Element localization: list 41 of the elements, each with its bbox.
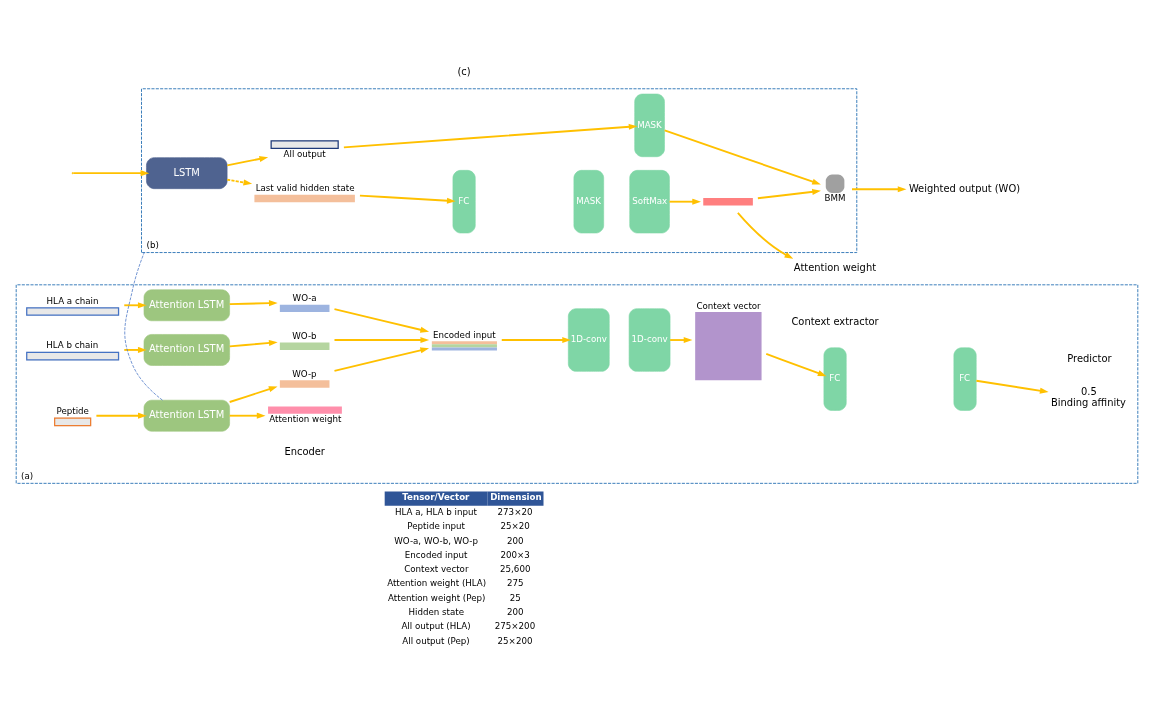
label: Context vector: [404, 563, 469, 574]
label: 25×20: [500, 520, 530, 531]
node-text: Weighted output (WO): [908, 182, 1021, 194]
node-label: WO-a: [292, 292, 317, 303]
node-text: 0.5 Binding affinity: [1050, 385, 1126, 408]
label: (c): [457, 65, 471, 77]
node-label: Peptide: [56, 405, 89, 416]
label: 25,600: [500, 563, 531, 574]
label: 200: [506, 606, 524, 617]
label: 200: [506, 535, 524, 546]
node-label: Attention weight: [269, 413, 342, 424]
label: All output (Pep): [402, 635, 470, 646]
label: Encoder: [284, 445, 325, 457]
label: 273×20: [497, 506, 533, 517]
label: Tensor/Vector: [402, 491, 470, 502]
label: WO-a, WO-b, WO-p: [394, 535, 478, 546]
label: 25×200: [497, 635, 533, 646]
label: Encoded input: [404, 549, 468, 560]
node-label: WO-p: [292, 368, 317, 379]
label: All output (HLA): [401, 620, 471, 631]
node-label: HLA b chain: [46, 339, 99, 350]
label: HLA a, HLA b input: [394, 506, 477, 517]
label: Attention weight (Pep): [388, 592, 486, 603]
node-label: Context vector: [696, 300, 761, 311]
label: 25: [509, 592, 521, 603]
label: Hidden state: [408, 606, 465, 617]
label: Dimension: [490, 491, 542, 502]
node-label: HLA a chain: [46, 295, 99, 306]
node-label: WO-b: [292, 330, 317, 341]
node-label: BMM: [824, 192, 846, 203]
label: 275: [506, 577, 524, 588]
node-label: Last valid hidden state: [255, 182, 355, 193]
label: 275×200: [494, 620, 536, 631]
label: Context extractor: [791, 315, 879, 327]
label: Attention weight (HLA): [387, 577, 487, 588]
label: Peptide input: [407, 520, 465, 531]
node-label: Encoded input: [433, 329, 496, 340]
node-text: Attention weight: [793, 261, 877, 273]
node-label: All output: [283, 148, 326, 159]
label: Predictor: [1067, 352, 1112, 364]
label: 200×3: [500, 549, 530, 560]
